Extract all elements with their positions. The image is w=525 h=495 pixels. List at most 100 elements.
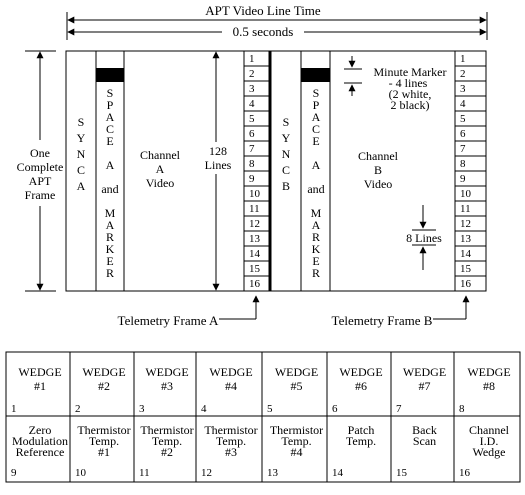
stacked-letter: N — [77, 147, 86, 161]
stacked-letter: C — [77, 163, 85, 177]
minute-marker-note: Minute Marker- 4 lines(2 white,2 black) — [374, 65, 447, 112]
stacked-letter: R — [106, 266, 114, 280]
wedge-cell-index: 7 — [396, 403, 402, 415]
stacked-letter: C — [282, 163, 290, 177]
wedge-number-label: #1 — [34, 379, 46, 393]
stacked-letter: C — [312, 122, 320, 136]
stacked-letter: A — [106, 158, 115, 172]
telemetry-frame-a-label: Telemetry Frame A — [118, 313, 220, 328]
telemetry-a-cell-number: 13 — [249, 233, 261, 245]
telemetry-item-label: Back — [412, 423, 437, 437]
minute-marker-line: 2 black) — [391, 98, 430, 112]
telemetry-cell-index: 13 — [267, 467, 279, 479]
telemetry-item-label: Zero — [29, 423, 52, 437]
wedge-label: WEDGE — [275, 365, 318, 379]
wedge-label: WEDGE — [18, 365, 61, 379]
telemetry-a-cell-number: 8 — [249, 158, 255, 170]
telemetry-item-label: Thermistor — [270, 423, 323, 437]
stacked-letter: N — [282, 147, 291, 161]
telemetry-a-cell-number: 10 — [249, 188, 261, 200]
minute-marker-line: Minute Marker — [374, 65, 447, 79]
stacked-letter: P — [107, 98, 114, 112]
telemetry-item-label: Temp. — [281, 434, 311, 448]
stacked-letter: R — [312, 266, 320, 280]
minute-marker-line: - 4 lines — [389, 76, 428, 90]
stacked-letter: E — [106, 134, 113, 148]
stacked-letter: K — [312, 242, 321, 256]
wedge-label: WEDGE — [339, 365, 382, 379]
stacked-letter: A — [312, 158, 321, 172]
lines-128-line: 128 — [209, 144, 227, 158]
stacked-letter: A — [312, 110, 321, 124]
telemetry-b-cell-number: 14 — [460, 248, 472, 260]
telemetry-a-cell-number: 14 — [249, 248, 261, 260]
stacked-letter: R — [312, 230, 320, 244]
stacked-letter: A — [106, 218, 115, 232]
telemetry-a-cell-number: 12 — [249, 218, 260, 230]
stacked-letter: and — [101, 182, 118, 196]
telemetry-b-cell-number: 2 — [460, 68, 466, 80]
wedge-cell-index: 3 — [139, 403, 145, 415]
wedge-table-cells: WEDGE#11WEDGE#22WEDGE#33WEDGE#44WEDGE#55… — [11, 352, 511, 482]
telemetry-b-cell-number: 16 — [460, 278, 472, 290]
telemetry-a-cell-number: 9 — [249, 173, 255, 185]
telemetry-frame-b-label: Telemetry Frame B — [332, 313, 433, 328]
telemetry-a-cell-number: 16 — [249, 278, 261, 290]
line-time-title: APT Video Line Time — [205, 3, 321, 18]
frame-label-line: One — [30, 146, 50, 160]
stacked-letter: A — [312, 218, 321, 232]
telemetry-a-cell-number: 1 — [249, 53, 255, 65]
stacked-letter: Y — [282, 131, 291, 145]
telemetry-item-label: Temp. — [346, 434, 376, 448]
telemetry-a-cell-number: 3 — [249, 83, 255, 95]
wedge-label: WEDGE — [145, 365, 188, 379]
telemetry-a-cell-number: 4 — [249, 98, 255, 110]
stacked-letter: S — [78, 115, 85, 129]
wedge-number-label: #5 — [291, 379, 303, 393]
stacked-letter: B — [282, 179, 290, 193]
stacked-letter: C — [106, 122, 114, 136]
telemetry-b-cell-number: 12 — [460, 218, 471, 230]
telemetry-b-cell-number: 5 — [460, 113, 466, 125]
telemetry-item-label: Thermistor — [204, 423, 257, 437]
stacked-letter: A — [77, 179, 86, 193]
telemetry-cell-index: 12 — [201, 467, 212, 479]
stacked-letter: E — [312, 254, 319, 268]
wedge-cell-index: 6 — [332, 403, 338, 415]
wedge-cell-index: 2 — [75, 403, 81, 415]
telemetry-b-cell-number: 13 — [460, 233, 472, 245]
wedge-number-label: #3 — [161, 379, 173, 393]
channel-b-line: Video — [364, 177, 393, 191]
telemetry-cell-index: 11 — [139, 467, 150, 479]
telemetry-item-label: #2 — [161, 445, 173, 459]
stacked-letter: Y — [77, 131, 86, 145]
stacked-letter: M — [105, 206, 116, 220]
telemetry-b-cell-number: 7 — [460, 143, 466, 155]
telemetry-b-cell-number: 1 — [460, 53, 466, 65]
wedge-cell-index: 8 — [459, 403, 465, 415]
channel-b-line: B — [374, 163, 382, 177]
telemetry-item-label: Reference — [16, 445, 65, 459]
telemetry-item-label: Thermistor — [140, 423, 193, 437]
telemetry-cell-index: 16 — [459, 467, 471, 479]
stacked-letter: and — [307, 182, 324, 196]
stacked-letter: E — [106, 254, 113, 268]
telemetry-item-label: Wedge — [472, 445, 505, 459]
telemetry-item-label: #1 — [98, 445, 110, 459]
wedge-number-label: #7 — [419, 379, 431, 393]
lines-128-line: Lines — [205, 158, 232, 172]
stacked-letter: M — [311, 206, 322, 220]
wedge-label: WEDGE — [403, 365, 446, 379]
telemetry-item-label: Thermistor — [77, 423, 130, 437]
telemetry-item-label: Channel — [469, 423, 510, 437]
telemetry-a-cell-number: 5 — [249, 113, 255, 125]
stacked-letter: K — [106, 242, 115, 256]
channel-a-line: A — [156, 162, 165, 176]
